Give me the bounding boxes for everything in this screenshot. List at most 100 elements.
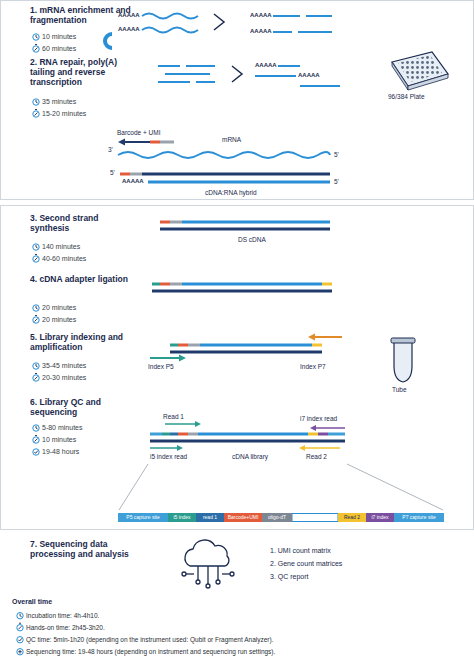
library-segment: read 1 [196, 513, 224, 522]
annotation-label: Tube [392, 386, 407, 393]
adapter-ligated-cdna [152, 283, 332, 293]
segment-label: i7 index [371, 515, 388, 520]
time-icon-part [36, 364, 38, 367]
mrna-strand [142, 14, 198, 33]
magnet-icon-part [105, 34, 112, 48]
time-icon [33, 34, 39, 40]
mrna-template [118, 152, 330, 158]
tube-icon-part [391, 338, 415, 343]
indexing-pcr-part [178, 344, 188, 347]
mrna-template-part [118, 152, 330, 158]
time-note: Hands-on time: 2h45-3h20. [26, 624, 105, 631]
time-icon-part [34, 451, 37, 454]
annotation-label: cDNA library [232, 453, 268, 460]
annotation-label: AAAAA [122, 178, 144, 185]
indexing-pcr-part [179, 355, 186, 362]
library-segment: i7 index [366, 513, 394, 522]
mrna-fragment-part [278, 65, 300, 67]
cdna-rna-hybrid-part [148, 181, 330, 184]
time-icon-part [33, 425, 39, 431]
annotation-label: AAAAA [250, 12, 272, 19]
annotation-label: Read 2 [306, 453, 327, 460]
time-note: 5-80 minutes [42, 424, 82, 432]
time-icon-part [36, 35, 38, 38]
annotation-label: 5' [334, 151, 339, 158]
step-chevron [214, 14, 242, 82]
time-icon-part [33, 244, 39, 250]
annotation-label: AAAAA [250, 28, 272, 35]
sequencing-library-part [119, 464, 148, 510]
panel-frame-part [1, 1, 474, 200]
adapter-ligated-cdna-part [152, 283, 160, 286]
time-icon-part [36, 306, 38, 309]
time-note: QC time: 5min-1h20 (depending on the ins… [26, 636, 274, 643]
indexing-pcr-part [312, 344, 322, 347]
mrna-fragment-part [158, 65, 180, 67]
segment-label: P7 capture site [402, 515, 435, 520]
mrna-fragment-part [196, 81, 215, 83]
time-icon [33, 244, 39, 250]
annotation-label: DS cDNA [238, 236, 266, 243]
sequencing-library-part [292, 514, 338, 522]
time-icon [17, 649, 23, 655]
sequencing-library [119, 421, 443, 522]
indexing-pcr [150, 334, 342, 362]
time-icon [33, 436, 39, 444]
library-segment: oligo-dT [262, 513, 292, 522]
time-icon [33, 45, 39, 53]
time-note: 20-30 minutes [42, 374, 86, 382]
time-icon [33, 255, 39, 263]
rt-primer-part [124, 141, 150, 143]
library-segment: P7 capture site [394, 513, 444, 522]
step-heading: 2. RNA repair, poly(A) tailing and rever… [30, 58, 142, 87]
indexing-pcr-part [188, 344, 200, 347]
time-icon-part [36, 245, 38, 248]
indexing-pcr-part [170, 344, 178, 347]
step-chevron-part [214, 14, 224, 30]
time-icon-part [18, 650, 22, 654]
time-icon-part [35, 110, 38, 116]
segment-label: Read 2 [344, 515, 360, 520]
step-heading: 4. cDNA adapter ligation [30, 275, 130, 285]
annotation-label: Index P7 [300, 363, 326, 370]
cdna-rna-hybrid [120, 173, 330, 184]
annotation-label: Index P5 [148, 363, 174, 370]
annotation-label: AAAAA [118, 26, 140, 33]
segment-label: P5 capture site [126, 515, 159, 520]
ds-cdna-part [170, 221, 182, 224]
mrna-fragment-part [255, 75, 296, 77]
adapter-ligated-cdna-part [322, 283, 332, 286]
time-note: 35 minutes [42, 98, 76, 106]
indexing-pcr-part [150, 357, 180, 359]
indexing-pcr-part [308, 334, 315, 341]
sequencing-library-part [150, 433, 162, 436]
cloud-icon-part [196, 580, 200, 584]
time-icon-part [19, 623, 22, 629]
step-heading: 3. Second strand synthesis [30, 214, 130, 234]
cloud-icon-part [197, 566, 198, 580]
time-icon-part [18, 638, 21, 641]
sequencing-library-part [195, 421, 201, 427]
sequencing-library-part [198, 433, 308, 436]
time-note: 40-60 minutes [42, 255, 86, 263]
adapter-ligated-cdna-part [160, 283, 170, 286]
time-icon [17, 637, 23, 643]
cloud-icon-part [206, 584, 210, 588]
segment-label: i5 index [173, 515, 190, 520]
mrna-fragment-part [273, 31, 292, 33]
rt-primer-part [118, 139, 125, 146]
cloud-icon-part [222, 573, 230, 574]
time-icon-part [33, 34, 39, 40]
time-icon-part [35, 316, 38, 322]
time-note: 15-20 minutes [42, 110, 86, 118]
time-icon-part [33, 305, 39, 311]
segment-label: oligo-dT [268, 515, 286, 520]
adapter-ligated-cdna-part [152, 290, 332, 293]
mrna-fragment-part [298, 31, 332, 33]
magnet-icon [105, 34, 112, 48]
annotation-label: 2. Gene count matrices [270, 560, 342, 568]
time-icon [33, 305, 39, 311]
cloud-icon-part [207, 566, 208, 584]
sequencing-library-part [177, 445, 183, 451]
annotation-label: AAAAA [118, 12, 140, 19]
